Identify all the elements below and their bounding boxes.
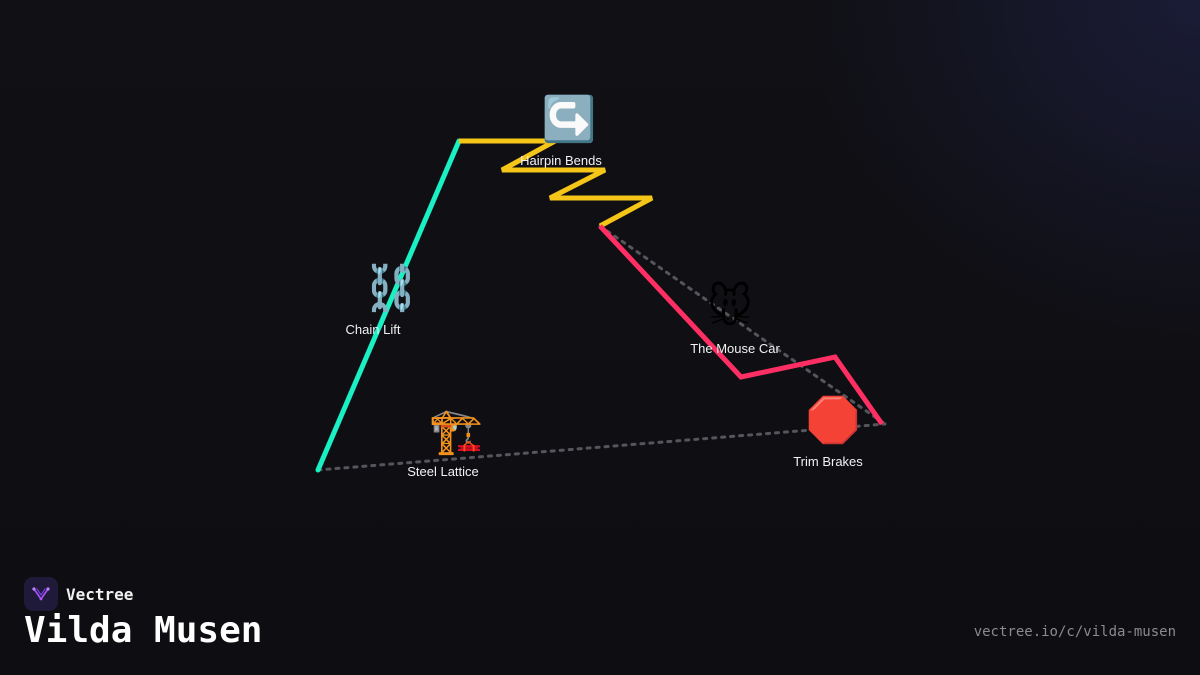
node-chain-lift[interactable]: ⛓️ Chain Lift	[346, 263, 419, 337]
node-label: Steel Lattice	[407, 464, 479, 479]
node-label: Hairpin Bends	[520, 153, 602, 168]
node-label: Trim Brakes	[793, 454, 863, 469]
stop-sign-icon: 🛑	[806, 395, 861, 445]
node-trim-brakes[interactable]: 🛑 Trim Brakes	[793, 395, 863, 469]
hairpin-arrow-icon: ↪️	[542, 94, 597, 144]
page-url[interactable]: vectree.io/c/vilda-musen	[973, 624, 1176, 640]
page-title: Vilda Musen	[24, 610, 263, 651]
vectree-logo-icon	[24, 577, 58, 611]
chain-icon: ⛓️	[364, 263, 419, 313]
brand-name: Vectree	[66, 584, 134, 604]
node-label: The Mouse Car	[690, 341, 780, 356]
node-the-mouse-car[interactable]: 🐭 The Mouse Car	[690, 281, 780, 356]
node-label: Chain Lift	[346, 322, 401, 337]
node-hairpin-bends[interactable]: ↪️ Hairpin Bends	[520, 94, 602, 168]
node-steel-lattice[interactable]: 🏗️ Steel Lattice	[407, 407, 483, 479]
brand: Vectree	[24, 577, 133, 611]
connector-descent-dotted	[598, 224, 887, 426]
mouse-icon: 🐭	[707, 281, 753, 332]
track-chain-lift	[315, 138, 462, 473]
crane-icon: 🏗️	[429, 407, 484, 456]
track-descent	[598, 224, 885, 426]
track-hairpin-bends	[459, 138, 654, 229]
